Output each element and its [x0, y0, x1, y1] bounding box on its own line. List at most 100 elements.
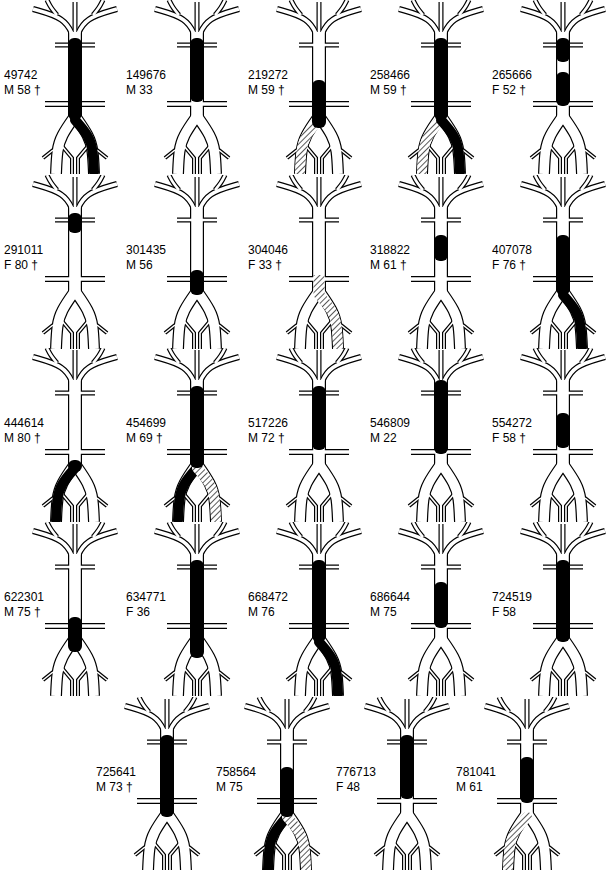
vein-lumen	[268, 813, 287, 870]
vein-outline	[525, 699, 530, 731]
vein-lumen	[289, 706, 329, 733]
vein-lumen	[399, 357, 439, 384]
vein-lumen	[286, 699, 289, 731]
vein-lumen	[318, 350, 321, 382]
vein-lumen	[321, 531, 361, 558]
vein-lumen	[563, 116, 582, 174]
iliac-thrombus	[563, 295, 582, 347]
vein-outline	[422, 291, 441, 349]
vein-outline	[197, 116, 216, 174]
vein-lumen	[529, 706, 569, 733]
vein-outline	[184, 494, 194, 522]
vein-lumen	[463, 325, 473, 333]
vein-lumen	[585, 672, 595, 680]
sex-age: M 73 †	[96, 780, 133, 794]
vein-lumen	[97, 325, 107, 333]
vein-outline	[62, 668, 72, 696]
vein-outline	[219, 150, 229, 158]
vein-outline	[43, 150, 53, 158]
vein-outline	[170, 843, 180, 870]
vein-outline	[73, 2, 78, 34]
vein-lumen	[413, 175, 423, 190]
vein-lumen	[531, 498, 541, 506]
vein-outline	[200, 146, 210, 174]
vein-outline	[287, 325, 297, 333]
vein-outline	[463, 325, 473, 333]
vein-lumen	[75, 291, 94, 349]
vein-lumen	[56, 116, 75, 174]
ivc-thrombus	[68, 617, 82, 652]
vein-outline	[441, 464, 460, 522]
vein-outline	[165, 325, 175, 333]
vein-outline	[56, 464, 75, 522]
vein-outline	[341, 150, 351, 158]
vein-lumen	[62, 668, 72, 696]
vein-outline	[290, 843, 300, 870]
vein-lumen	[566, 668, 576, 696]
vein-lumen	[306, 321, 316, 349]
vein-lumen	[165, 498, 175, 506]
vein-outline	[78, 668, 88, 696]
vein-lumen	[409, 498, 419, 506]
vein-panel	[33, 0, 117, 174]
vein-outline	[68, 32, 82, 122]
ivc-thrombus	[160, 735, 174, 817]
vein-lumen	[413, 522, 423, 537]
ivc-thrombus	[68, 213, 82, 233]
vein-lumen	[287, 813, 306, 870]
vein-outline	[400, 729, 414, 819]
case-number: 219272	[248, 68, 288, 82]
vein-outline	[189, 847, 199, 855]
vein-lumen	[440, 350, 443, 382]
vein-lumen	[78, 668, 88, 696]
ivc-thrombus	[400, 735, 414, 799]
vein-lumen	[459, 522, 469, 537]
vein-lumen	[155, 357, 195, 384]
vein-outline	[200, 494, 210, 522]
vein-lumen	[422, 116, 441, 174]
vein-lumen	[521, 531, 561, 558]
vein-lumen	[74, 2, 77, 34]
vein-outline	[178, 464, 197, 522]
vein-lumen	[507, 741, 547, 744]
vein-lumen	[407, 813, 426, 870]
vein-lumen	[47, 522, 57, 537]
vein-lumen	[526, 699, 529, 731]
vein-lumen	[185, 697, 195, 712]
vein-lumen	[197, 464, 216, 522]
case-number: 265666	[492, 68, 532, 82]
iliac-thrombus	[268, 817, 287, 869]
sex-age: F 36	[126, 605, 150, 619]
vein-lumen	[77, 184, 117, 211]
vein-outline	[319, 638, 338, 696]
case-number: 49742	[4, 68, 37, 82]
vein-lumen	[47, 0, 57, 15]
ivc-thrombus	[312, 386, 326, 450]
vein-outline	[556, 554, 570, 644]
vein-outline	[195, 350, 200, 382]
vein-outline	[312, 380, 326, 470]
vein-lumen	[287, 150, 297, 158]
vein-lumen	[300, 464, 319, 522]
ivc-thrombus	[434, 235, 448, 261]
vein-outline	[178, 116, 197, 174]
vein-lumen	[463, 150, 473, 158]
vein-lumen	[428, 668, 438, 696]
vein-outline	[306, 668, 316, 696]
ivc-thrombus	[280, 767, 294, 817]
vein-lumen	[413, 0, 423, 15]
sex-age: M 69 †	[126, 431, 163, 445]
vein-outline	[317, 350, 322, 382]
vein-outline	[563, 116, 582, 174]
vein-lumen	[55, 566, 95, 569]
iliac-thrombus	[319, 642, 338, 694]
case-number: 781041	[456, 765, 496, 779]
vein-outline	[75, 116, 94, 174]
vein-lumen	[135, 847, 145, 855]
vein-lumen	[485, 706, 525, 733]
vein-outline	[274, 843, 284, 870]
vein-outline	[463, 498, 473, 506]
vein-lumen	[155, 184, 195, 211]
case-number: 634771	[126, 590, 166, 604]
vein-panel	[125, 697, 209, 870]
